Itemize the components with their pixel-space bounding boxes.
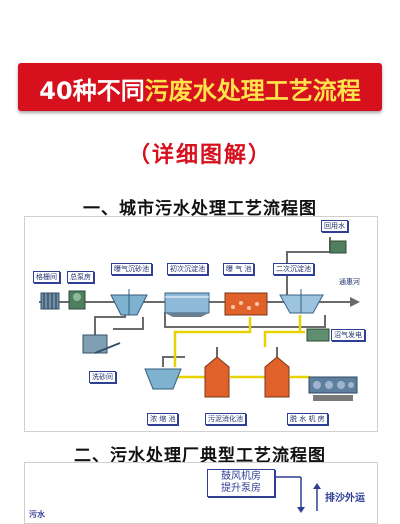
label-left-partial: 污水	[29, 510, 45, 519]
primary-settling-tank	[164, 292, 210, 317]
grit-chamber	[110, 289, 148, 316]
label-sand-washing: 洗砂间	[89, 371, 116, 383]
dewatering-machine	[308, 376, 358, 401]
label-pump-room: 总泵房	[67, 271, 94, 283]
label-sand-out: 排沙外运	[325, 493, 365, 504]
label-digester: 污泥消化池	[205, 413, 246, 425]
flow-diagram-drawing	[39, 237, 360, 401]
title-banner: 40种不同污废水处理工艺流程	[18, 63, 382, 111]
label-thickener: 浓 缩 池	[147, 413, 179, 425]
reuse-pump	[329, 240, 347, 254]
thickener-tank	[144, 368, 182, 390]
sand-washer	[82, 334, 121, 354]
pump-equipment	[68, 290, 86, 310]
digester-tanks	[204, 347, 290, 398]
outlet-arrow	[350, 297, 360, 307]
page-title: 40种不同污废水处理工艺流程	[18, 71, 382, 106]
section1-title: 一、城市污水处理工艺流程图	[83, 199, 317, 219]
biogas-generator	[306, 328, 330, 342]
urban-sewage-flow-diagram: 回用水 曝气沉砂池 初次沉淀池 曝 气 池 二次沉淀池 格栅间 总泵房 通惠河 …	[24, 216, 378, 432]
title-part2: 污废水处理工艺流程	[144, 77, 361, 105]
box-blower-pump: 鼓风机房 提升泵房	[207, 469, 275, 497]
label-primary-settling: 初次沉淀池	[167, 263, 208, 275]
section2-title: 二、污水处理厂典型工艺流程图	[74, 446, 326, 466]
typical-plant-flow-diagram: 鼓风机房 提升泵房 排沙外运 污水	[24, 462, 378, 524]
label-dewatering: 脱 水 机 房	[287, 413, 328, 425]
label-river: 通惠河	[339, 278, 360, 286]
label-secondary-settling: 二次沉淀池	[273, 263, 314, 275]
label-aeration-tank: 曝 气 池	[223, 263, 255, 275]
secondary-settling-tank	[279, 289, 324, 314]
label-screen-room: 格栅间	[33, 271, 60, 283]
label-biogas-power: 沼气发电	[331, 329, 365, 341]
screen-equipment	[40, 292, 60, 310]
label-grit-chamber: 曝气沉砂池	[111, 263, 152, 275]
sludge-pipes	[173, 315, 310, 379]
label-reuse-water: 回用水	[321, 220, 348, 232]
title-part1: 40种不同	[39, 77, 145, 105]
page-subtitle: （详细图解）	[127, 143, 272, 168]
aeration-tank	[224, 292, 268, 316]
